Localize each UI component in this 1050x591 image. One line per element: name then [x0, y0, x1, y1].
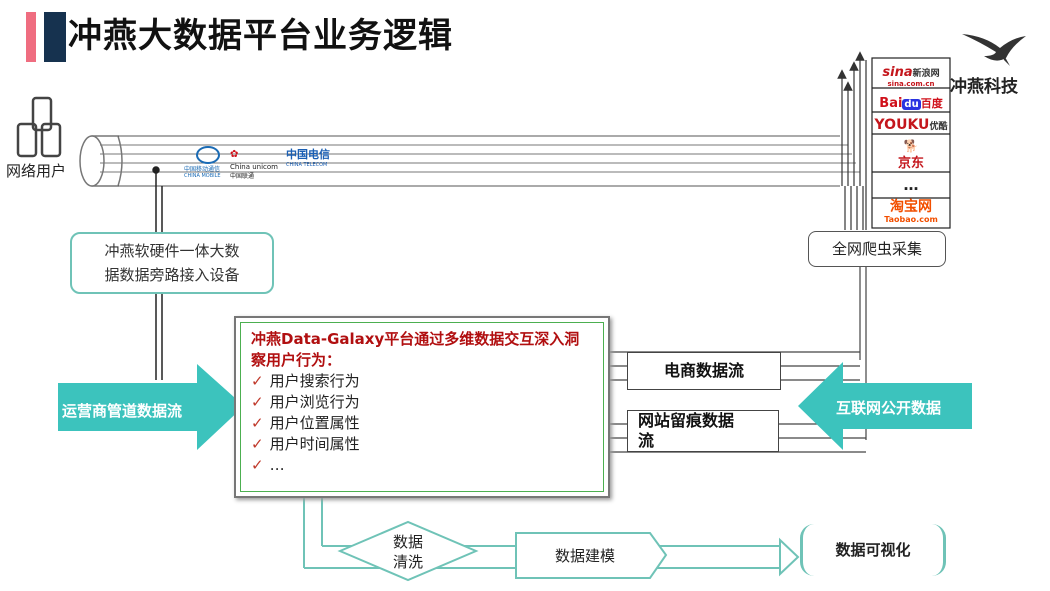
- data-galaxy-box: 冲燕Data-Galaxy平台通过多维数据交互深入洞察用户行为： ✓用户搜索行为…: [234, 316, 610, 498]
- check-icon: ✓: [251, 393, 264, 411]
- model-pentagon: [515, 532, 668, 579]
- page-title: 冲燕大数据平台业务逻辑: [68, 16, 453, 56]
- website-uplinks: [837, 51, 867, 230]
- jd-logo: 🐕 京东: [874, 140, 948, 171]
- list-item: ✓用户位置属性: [251, 414, 360, 432]
- operator-stream-label: 运营商管道数据流: [62, 402, 183, 420]
- website-stack-frame: [871, 57, 951, 229]
- taobao-logo: 淘宝网 Taobao.com: [884, 199, 938, 225]
- check-icon: ✓: [251, 372, 264, 390]
- jd-dog-icon: 🐕: [903, 139, 919, 153]
- clean-diamond: [337, 520, 479, 582]
- check-icon: ✓: [251, 414, 264, 432]
- title-accent-navy: [44, 12, 66, 62]
- data-modeling-label: 数据建模: [554, 547, 615, 565]
- fiber-cable: [79, 135, 860, 187]
- crawler-box: 全网爬虫采集: [808, 231, 946, 267]
- china-mobile-icon: [196, 146, 220, 164]
- list-item: ✓用户搜索行为: [251, 372, 360, 390]
- bypass-device-text: 冲燕软硬件一体大数据数据旁路接入设备: [104, 242, 240, 284]
- list-item: ✓用户时间属性: [251, 435, 360, 453]
- sina-logo: sina新浪网 sina.com.cn: [882, 65, 940, 88]
- data-visualization-box: 数据可视化: [800, 524, 946, 576]
- brand-name: 冲燕科技: [950, 77, 1018, 97]
- network-users-label: 网络用户: [6, 162, 67, 180]
- china-unicom-knot-icon: ✿: [230, 149, 239, 160]
- baidu-paw-icon: du: [902, 99, 921, 110]
- title-accent-pink: [26, 12, 36, 62]
- china-telecom-logo: 中国电信 CHINA TELECOM: [286, 148, 330, 168]
- china-mobile-logo: 中国移动通信 CHINA MOBILE: [184, 146, 221, 179]
- youku-logo: YOUKU优酷: [874, 117, 948, 133]
- check-icon: ✓: [251, 456, 264, 474]
- china-unicom-logo: ✿ China unicom 中国联通: [230, 149, 278, 180]
- internet-data-label: 互联网公开数据: [836, 399, 942, 417]
- more-sites: …: [903, 176, 919, 194]
- phones-icon: [16, 96, 62, 158]
- data-cleaning-label: 数据清洗: [392, 533, 423, 571]
- swallow-logo-icon: [962, 34, 1026, 66]
- internet-arrow-shape: [798, 362, 972, 450]
- list-item: ✓…: [251, 456, 285, 474]
- check-icon: ✓: [251, 435, 264, 453]
- data-galaxy-inner: 冲燕Data-Galaxy平台通过多维数据交互深入洞察用户行为： ✓用户搜索行为…: [240, 322, 604, 492]
- list-item: ✓用户浏览行为: [251, 393, 360, 411]
- ecommerce-stream-box: 电商数据流: [627, 352, 781, 390]
- website-trace-stream-box: 网站留痕数据流: [627, 410, 779, 452]
- data-galaxy-title: 冲燕Data-Galaxy平台通过多维数据交互深入洞察用户行为：: [251, 330, 580, 369]
- operator-arrow-shape: [58, 364, 244, 450]
- bypass-device-box: 冲燕软硬件一体大数据数据旁路接入设备: [70, 232, 274, 294]
